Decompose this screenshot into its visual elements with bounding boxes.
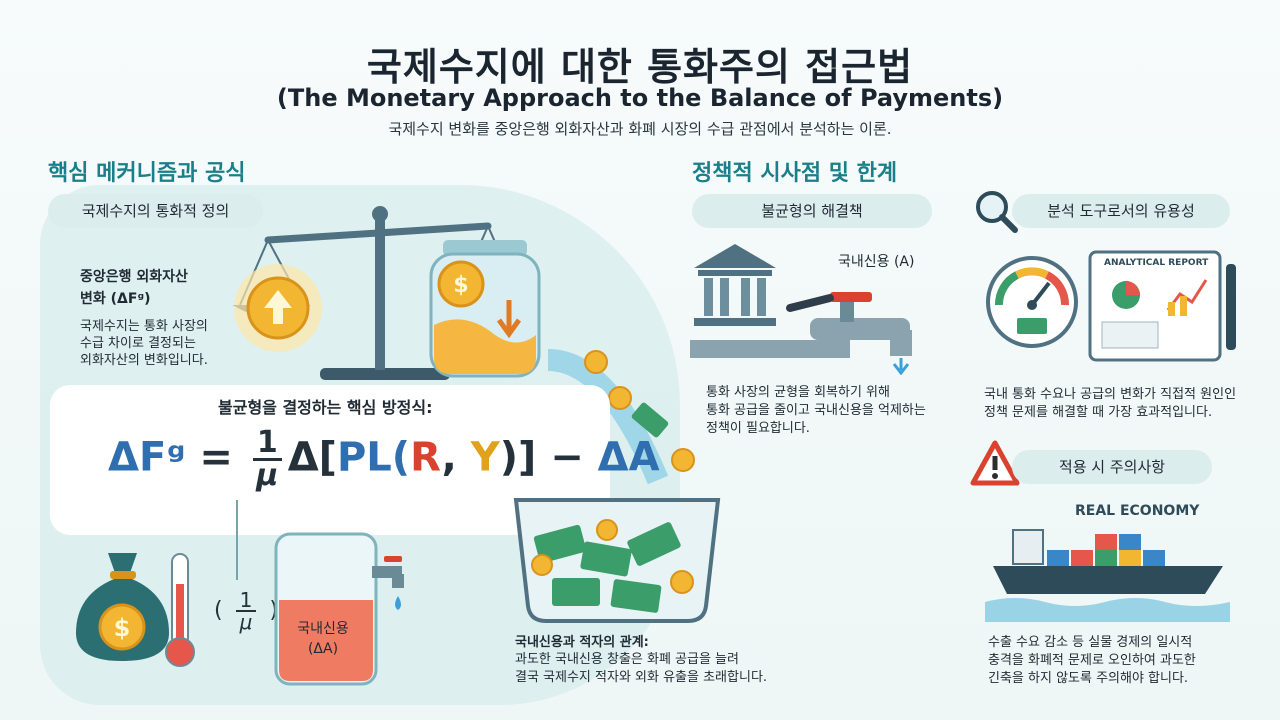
caution-line3: 긴축을 하지 않도록 주의해야 합니다. (988, 671, 1189, 686)
eq-delta-bracket: Δ[ (287, 434, 337, 481)
eq-r: R (410, 434, 442, 481)
eq-fraction: 1 μ (252, 428, 282, 493)
gauge-icon (986, 256, 1078, 348)
water-tank-icon (274, 532, 404, 686)
reserve-title-line2: 변화 (ΔFᵍ) (80, 291, 151, 307)
relation-line2: 결국 국제수지 적자와 외화 유출을 초래합니다. (515, 670, 768, 685)
coin-jar-icon: $ (429, 240, 541, 378)
eq-equals: = (199, 434, 233, 481)
equation-label: 불균형을 결정하는 핵심 방정식: (218, 398, 433, 417)
page-description: 국제수지 변화를 중앙은행 외화자산과 화폐 시장의 수급 관점에서 분석하는 … (388, 120, 892, 138)
tank-label-line2: (ΔA) (307, 641, 339, 657)
pill-caution: 적용 시 주의사항 (1012, 450, 1212, 484)
eq-y: Y (470, 434, 500, 481)
eq-delta-a: ΔA (597, 434, 660, 481)
bank-building-icon (694, 244, 776, 326)
tool-desc-line1: 국내 통화 수요나 공급의 변화가 직접적 원인인 (984, 387, 1237, 402)
eq-lhs: ΔFᵍ (108, 434, 186, 481)
connector-line (236, 500, 238, 580)
tool-desc-line2: 정책 문제를 해결할 때 가장 효과적입니다. (984, 405, 1213, 420)
report-label: ANALYTICAL REPORT (1104, 258, 1209, 268)
faucet-icon (690, 292, 912, 375)
section-heading-mechanism: 핵심 메커니즘과 공식 (48, 161, 246, 186)
report-icon (1088, 250, 1236, 362)
relation-title: 국내신용과 적자의 관계: (515, 635, 649, 650)
eq-minus: − (550, 434, 584, 481)
thermometer-icon (165, 553, 195, 667)
cargo-ship-icon (985, 529, 1230, 622)
eq-comma: , (441, 434, 457, 481)
core-equation: ΔFᵍ = 1 μ Δ[PL(R, Y)] − ΔA (108, 428, 660, 491)
caution-line2: 충격을 화폐적 문제로 오인하여 과도한 (988, 653, 1196, 668)
eq-pl: PL( (336, 434, 411, 481)
policy-desc-line3: 정책이 필요합니다. (706, 421, 810, 436)
mu-fraction-label: ( 1 μ ) (214, 588, 278, 634)
economy-label: REAL ECONOMY (1075, 503, 1200, 519)
pill-analytical-tool: 분석 도구로서의 유용성 (1012, 194, 1230, 228)
reserve-desc-line2: 수급 차이로 결정되는 (80, 336, 196, 351)
magnifier-icon (976, 191, 1018, 233)
tap-label: 국내신용 (A) (838, 254, 915, 270)
tank-label-line1: 국내신용 (297, 621, 349, 637)
reserve-desc-line3: 외화자산의 변화입니다. (80, 353, 208, 368)
eq-fraction-numerator: 1 (252, 428, 282, 461)
warning-icon (970, 440, 1020, 486)
policy-desc-line2: 통화 공급을 줄이고 국내신용을 억제하는 (706, 403, 926, 418)
page-subtitle-english: (The Monetary Approach to the Balance of… (276, 84, 1004, 112)
svg-text:$: $ (114, 614, 131, 642)
pill-monetary-definition: 국제수지의 통화적 정의 (48, 194, 263, 228)
mu-numerator: 1 (235, 590, 257, 612)
eq-fraction-denominator: μ (256, 458, 279, 493)
policy-desc-line1: 통화 사장의 균형을 회복하기 위해 (706, 385, 890, 400)
gold-coin-up-icon (234, 264, 322, 352)
pill-imbalance-solution: 불균형의 해결책 (692, 194, 932, 228)
section-heading-policy: 정책적 시사점 및 한계 (692, 161, 898, 186)
caution-line1: 수출 수요 감소 등 실물 경제의 일시적 (988, 635, 1193, 650)
money-bag-icon: $ (76, 553, 169, 661)
eq-close: )] (499, 434, 537, 481)
money-basin-icon (513, 498, 721, 623)
relation-line1: 과도한 국내신용 창출은 화폐 공급을 늘려 (515, 652, 739, 667)
mu-denominator: μ (239, 610, 253, 634)
svg-text:$: $ (453, 273, 468, 298)
reserve-desc-line1: 국제수지는 통화 사장의 (80, 319, 208, 334)
page-title: 국제수지에 대한 통화주의 접근법 (366, 45, 914, 89)
reserve-title-line1: 중앙은행 외화자산 (80, 269, 188, 285)
